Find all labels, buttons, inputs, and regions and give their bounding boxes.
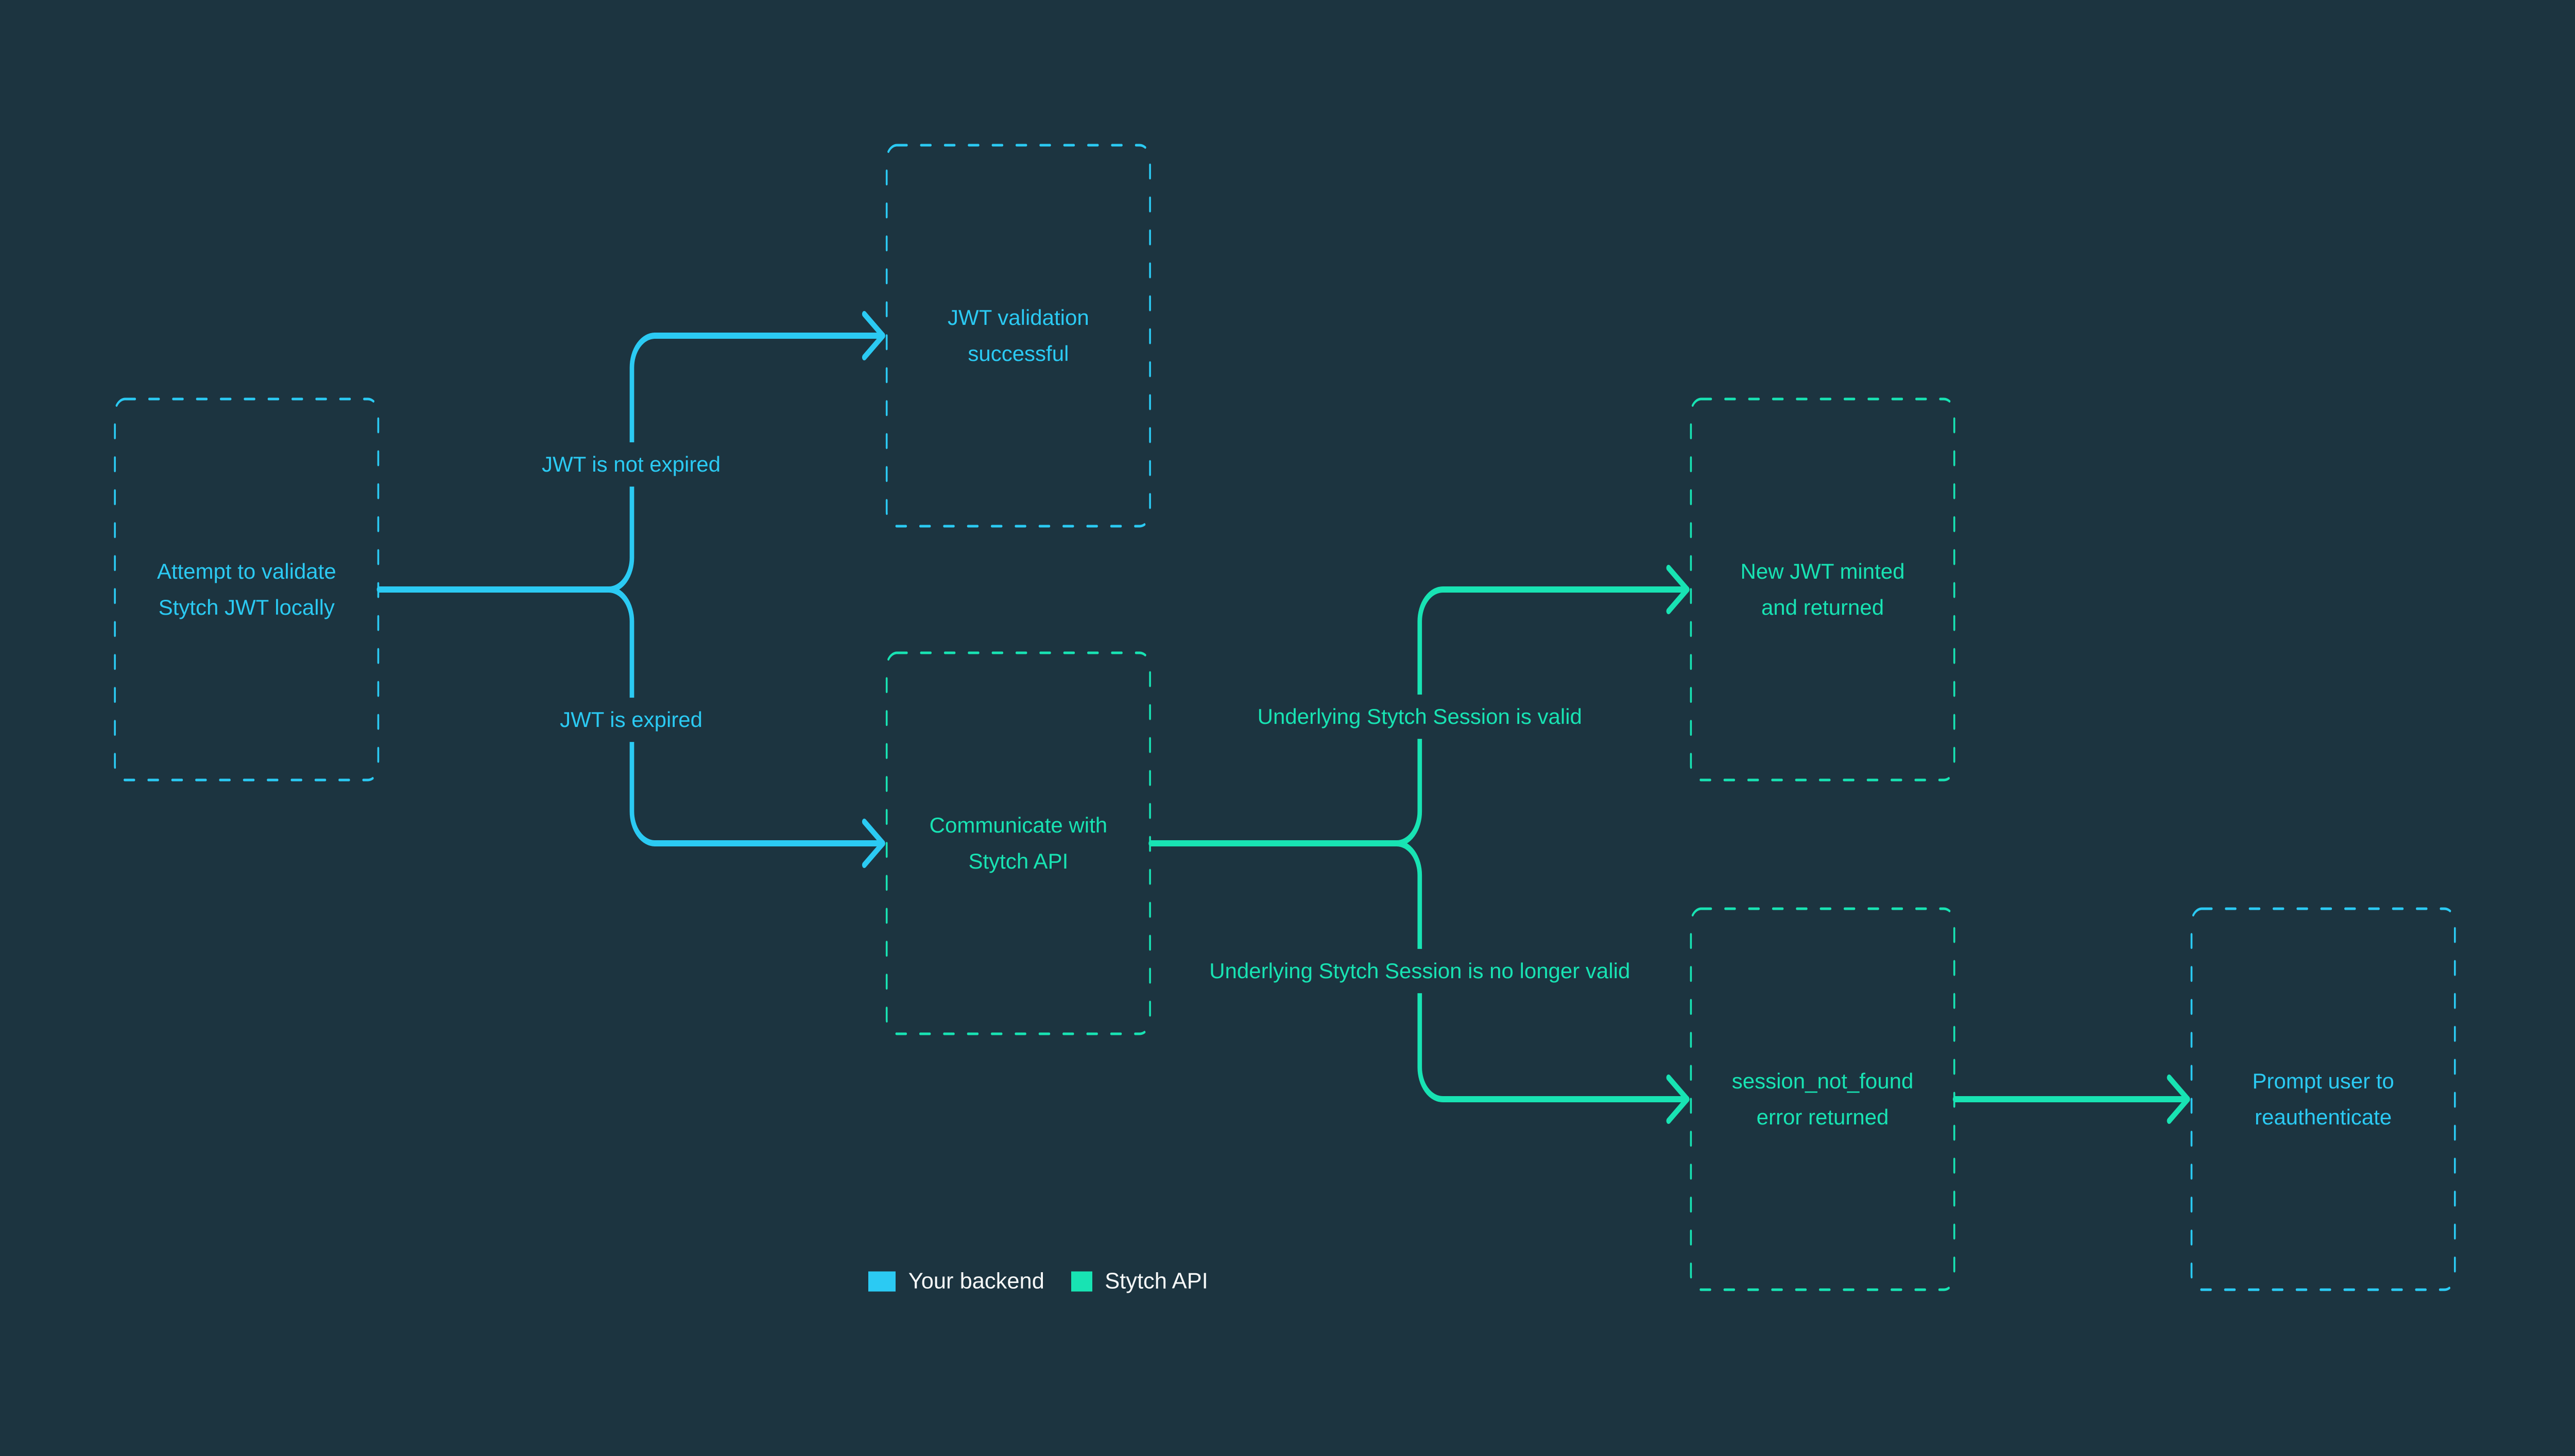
edge-jwt-not-expired-path: [606, 333, 885, 593]
arrowhead-into-session-not-found: [1666, 1074, 1690, 1124]
edge-jwt-expired-path: [606, 586, 885, 846]
legend-swatch-your-backend-icon: [868, 1271, 896, 1292]
legend-label-your-backend: Your backend: [908, 1269, 1044, 1294]
node-border-session-not-found: [1690, 907, 1955, 1291]
node-border-new-jwt-minted: [1690, 397, 1955, 782]
legend: Your backend Stytch API: [868, 1269, 1208, 1294]
arrowhead-into-jwt-validation-successful: [862, 311, 885, 360]
legend-item-stytch-api: Stytch API: [1071, 1269, 1208, 1294]
legend-item-your-backend: Your backend: [868, 1269, 1044, 1294]
legend-swatch-stytch-api-icon: [1071, 1271, 1092, 1292]
node-border-prompt-reauthenticate: [2190, 907, 2456, 1291]
edge-session-no-longer-valid-path: [1394, 840, 1690, 1102]
arrowhead-into-communicate-stytch-api: [862, 819, 885, 868]
node-border-communicate-stytch-api: [885, 651, 1151, 1035]
arrowhead-into-new-jwt-minted: [1666, 565, 1690, 614]
arrowhead-into-prompt-reauthenticate: [2167, 1074, 2190, 1124]
edge-session-valid-path: [1394, 586, 1690, 846]
node-border-jwt-validation-successful: [885, 144, 1151, 528]
node-border-attempt-validate: [114, 397, 380, 782]
legend-label-stytch-api: Stytch API: [1105, 1269, 1208, 1294]
